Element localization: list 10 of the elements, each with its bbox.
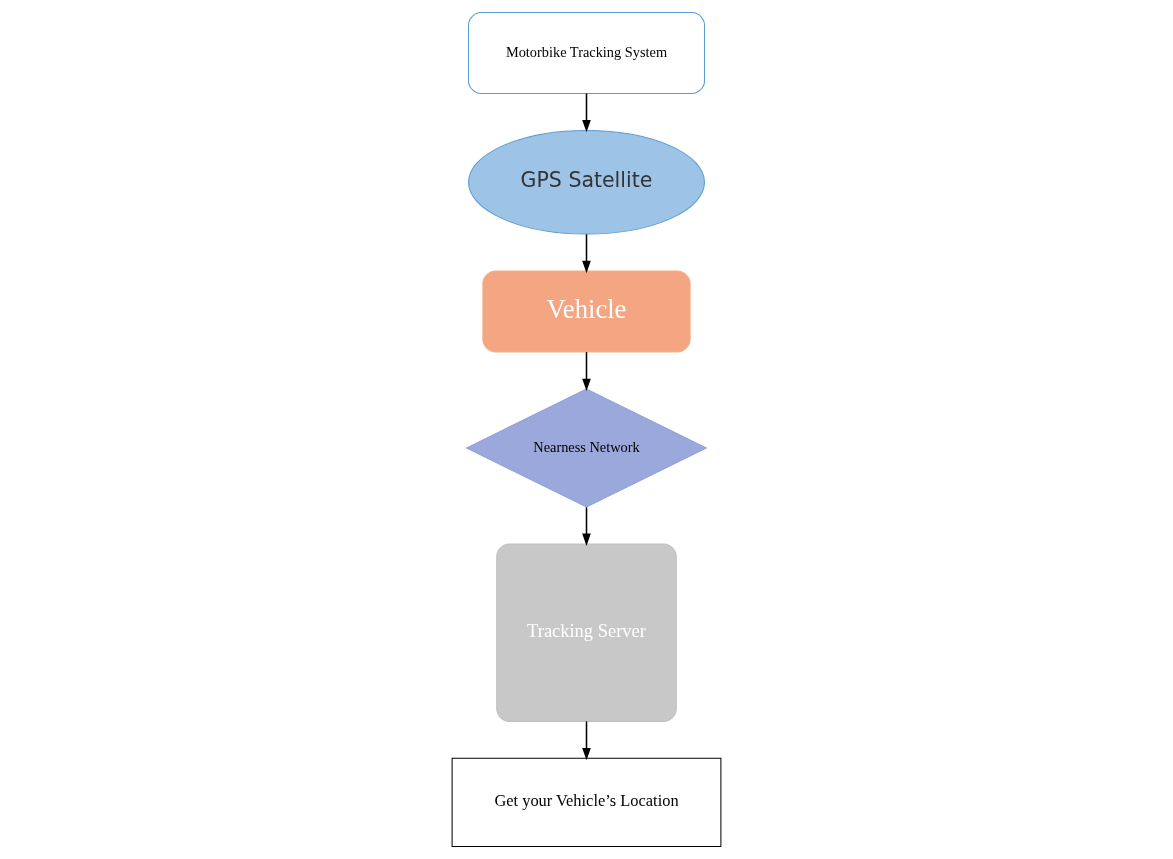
- node-diamond: Nearness Network: [465, 388, 708, 508]
- arrow: [582, 233, 591, 274]
- node-ellipse: GPS Satellite: [468, 129, 705, 235]
- arrow: [582, 92, 591, 133]
- node-box: Get your Vehicle’s Location: [451, 757, 722, 848]
- node-box: Vehicle: [482, 270, 691, 353]
- arrow: [582, 351, 591, 392]
- arrow: [582, 506, 591, 546]
- node-box: Motorbike Tracking System: [468, 11, 705, 95]
- arrow: [582, 720, 591, 761]
